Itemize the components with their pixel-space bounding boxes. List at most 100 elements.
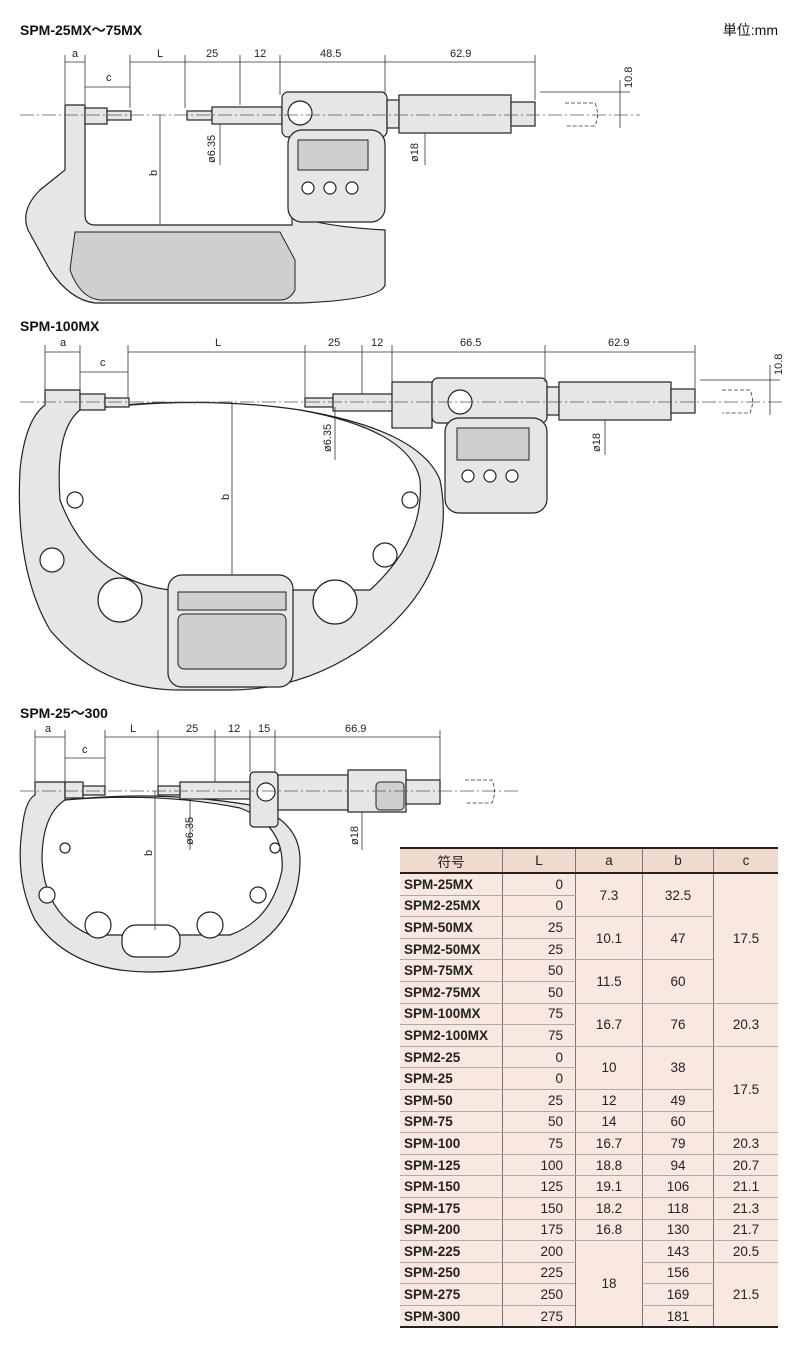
cell-b: 118 [642, 1197, 714, 1220]
dim-12: 12 [254, 48, 266, 60]
cell-code: SPM-75 [400, 1111, 503, 1134]
cell-code: SPM-300 [400, 1305, 503, 1329]
dim-b: b [220, 494, 232, 500]
dim-thimble-dia: ø18 [349, 826, 361, 845]
cell-L: 275 [502, 1305, 576, 1329]
dim-L: L [157, 48, 163, 60]
frame-hole [97, 577, 143, 623]
sleeve [546, 386, 560, 416]
dim-thimble-dia: ø18 [409, 143, 421, 162]
button[interactable] [323, 181, 337, 195]
cell-code: SPM-275 [400, 1283, 503, 1306]
cell-code: SPM2-100MX [400, 1024, 503, 1047]
cell-L: 225 [502, 1262, 576, 1285]
ratchet [670, 388, 696, 414]
cell-b: 32.5 [642, 873, 714, 918]
lock-knob [287, 100, 313, 126]
cell-b: 49 [642, 1089, 714, 1112]
ratchet [510, 101, 536, 127]
dim-thimble-dia: ø18 [591, 433, 603, 452]
button[interactable] [505, 469, 519, 483]
cell-L: 0 [502, 895, 576, 918]
dim-L: L [130, 723, 136, 735]
cell-L: 175 [502, 1219, 576, 1242]
lcd-display [456, 427, 530, 461]
cell-a: 18 [575, 1240, 643, 1329]
cell-a: 14 [575, 1111, 643, 1134]
anvil [84, 107, 108, 125]
cell-b: 94 [642, 1154, 714, 1177]
anvil-tip [104, 397, 130, 408]
dim-62-9: 62.9 [608, 337, 629, 349]
frame-hole [84, 911, 112, 939]
cell-code: SPM2-25MX [400, 895, 503, 918]
cell-code: SPM-75MX [400, 959, 503, 982]
cell-L: 150 [502, 1197, 576, 1220]
button[interactable] [461, 469, 475, 483]
cell-L: 75 [502, 1003, 576, 1026]
anvil [64, 781, 84, 799]
dim-spindle-dia: ø6.35 [206, 135, 218, 163]
drawing-title-mx-small: SPM-25MX～75MX [20, 22, 143, 38]
spindle-retracted-outline [465, 779, 495, 804]
frame-inner [58, 401, 422, 591]
frame-slot [121, 924, 181, 958]
button[interactable] [483, 469, 497, 483]
cell-L: 0 [502, 873, 576, 896]
cell-L: 75 [502, 1024, 576, 1047]
spindle-retracted-outline [722, 389, 753, 414]
cell-code: SPM-250 [400, 1262, 503, 1285]
cell-L: 50 [502, 1111, 576, 1134]
cell-b: 60 [642, 1111, 714, 1134]
button[interactable] [301, 181, 315, 195]
drawing-mx-small: a c L 25 12 48.5 62.9 10.8 ø6.35 ø18 b [20, 48, 640, 304]
cell-a: 10.1 [575, 916, 643, 961]
cell-L: 50 [502, 981, 576, 1004]
anvil-pad [69, 231, 296, 301]
spindle-housing [391, 381, 433, 429]
cell-code: SPM2-50MX [400, 938, 503, 961]
frame-inner [41, 796, 283, 936]
spindle-tip [157, 785, 181, 796]
dim-12: 12 [371, 337, 383, 349]
cell-c: 20.7 [713, 1154, 778, 1177]
cell-a: 16.7 [575, 1132, 643, 1155]
button[interactable] [345, 181, 359, 195]
cell-L: 125 [502, 1175, 576, 1198]
cell-b: 169 [642, 1283, 714, 1306]
spindle-tip [304, 397, 334, 408]
frame-hole [38, 886, 56, 904]
lock-lever[interactable] [256, 782, 276, 802]
cell-code: SPM-100MX [400, 1003, 503, 1026]
dim-c: c [82, 744, 88, 756]
cell-code: SPM-225 [400, 1240, 503, 1263]
cell-a: 10 [575, 1046, 643, 1090]
drawing-title-standard: SPM-25～300 [20, 705, 108, 721]
cell-b: 181 [642, 1305, 714, 1329]
cell-code: SPM-125 [400, 1154, 503, 1177]
cell-L: 200 [502, 1240, 576, 1263]
dim-b: b [143, 850, 155, 856]
dim-10-8: 10.8 [623, 67, 635, 88]
cell-code: SPM2-75MX [400, 981, 503, 1004]
cell-c: 21.3 [713, 1197, 778, 1220]
cell-b: 60 [642, 959, 714, 1004]
cell-c: 20.3 [713, 1132, 778, 1155]
cell-b: 38 [642, 1046, 714, 1090]
cell-code: SPM-50MX [400, 916, 503, 939]
cell-b: 156 [642, 1262, 714, 1285]
cell-code: SPM2-25 [400, 1046, 503, 1069]
frame-hole [312, 579, 358, 625]
dim-25: 25 [186, 723, 198, 735]
col-header-c: c [713, 847, 778, 874]
dim-25: 25 [328, 337, 340, 349]
